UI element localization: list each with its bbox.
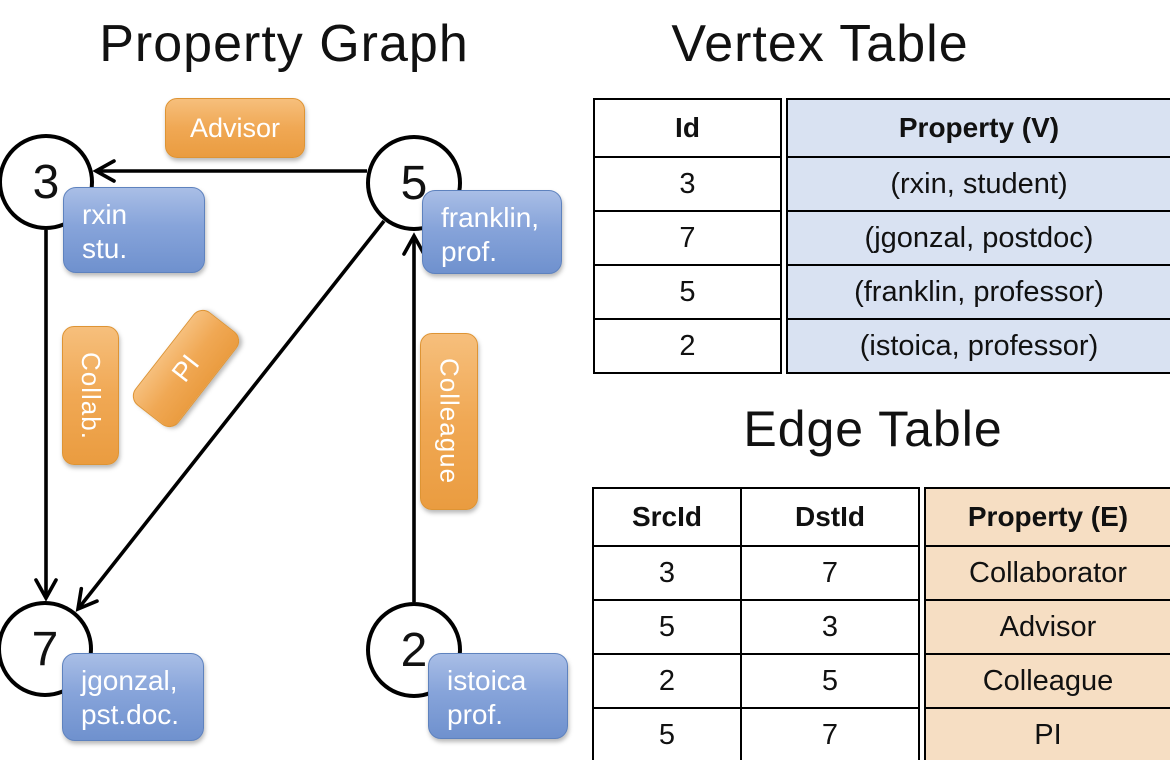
table-row: 3 xyxy=(593,156,782,212)
property-line: prof. xyxy=(441,236,498,267)
table-row: PI xyxy=(924,707,1170,760)
edge-src-cell: 5 xyxy=(592,599,742,655)
edge-dst-header: DstId xyxy=(740,487,920,547)
vertex-id-cell: 2 xyxy=(593,318,782,374)
vertex-table-title: Vertex Table xyxy=(671,15,969,73)
edge-dst-cell: 3 xyxy=(740,599,920,655)
vertex-property-box-rxin: rxin stu. xyxy=(63,187,205,273)
vertex-id: 2 xyxy=(400,623,428,677)
property-line: franklin, xyxy=(441,202,540,233)
edge-property-cell: Collaborator xyxy=(924,545,1170,601)
table-row: (jgonzal, postdoc) xyxy=(786,210,1170,266)
vertex-property-cell: (rxin, student) xyxy=(786,156,1170,212)
vertex-property-cell: (jgonzal, postdoc) xyxy=(786,210,1170,266)
property-line: pst.doc. xyxy=(81,699,180,730)
edge-table-id-columns: SrcId DstId 3 7 5 3 2 5 5 7 xyxy=(592,487,920,760)
edge-dst-cell: 5 xyxy=(740,653,920,709)
edge-property-cell: Colleague xyxy=(924,653,1170,709)
table-row: Colleague xyxy=(924,653,1170,709)
property-line: prof. xyxy=(447,699,504,730)
table-row: Advisor xyxy=(924,599,1170,655)
edge-property-cell: PI xyxy=(924,707,1170,760)
vertex-id-cell: 3 xyxy=(593,156,782,212)
property-line: istoica xyxy=(447,665,527,696)
vertex-property-box-franklin: franklin, prof. xyxy=(422,190,562,274)
property-line: rxin xyxy=(82,199,128,230)
table-row: Collaborator xyxy=(924,545,1170,601)
table-header-row: Property (V) xyxy=(786,98,1170,158)
edge-label-colleague: Colleague xyxy=(420,333,478,510)
edge-src-cell: 3 xyxy=(592,545,742,601)
vertex-id: 7 xyxy=(31,622,59,676)
table-row: 2 xyxy=(593,318,782,374)
edge-dst-cell: 7 xyxy=(740,707,920,760)
table-row: 2 5 xyxy=(592,653,920,709)
vertex-node-5: 5 xyxy=(366,135,462,231)
table-row: (franklin, professor) xyxy=(786,264,1170,320)
vertex-id-header: Id xyxy=(593,98,782,158)
vertex-property-header: Property (V) xyxy=(786,98,1170,158)
table-header-row: Property (E) xyxy=(924,487,1170,547)
table-row: 7 xyxy=(593,210,782,266)
vertex-property-box-jgonzal: jgonzal, pst.doc. xyxy=(62,653,204,741)
edge-src-cell: 2 xyxy=(592,653,742,709)
table-row: 3 7 xyxy=(592,545,920,601)
table-row: 5 xyxy=(593,264,782,320)
edge-src-cell: 5 xyxy=(592,707,742,760)
property-graph-title: Property Graph xyxy=(99,15,469,73)
edge-src-header: SrcId xyxy=(592,487,742,547)
table-row: (istoica, professor) xyxy=(786,318,1170,374)
vertex-id-cell: 5 xyxy=(593,264,782,320)
edge-arrow-pi-5-to-7 xyxy=(75,219,386,612)
edge-dst-cell: 7 xyxy=(740,545,920,601)
vertex-node-2: 2 xyxy=(366,602,462,698)
graph-edges-layer xyxy=(34,159,426,612)
table-header-row: SrcId DstId xyxy=(592,487,920,547)
vertex-id-cell: 7 xyxy=(593,210,782,266)
property-line: jgonzal, xyxy=(81,665,178,696)
property-line: stu. xyxy=(82,233,128,264)
edge-table-title: Edge Table xyxy=(743,401,1003,457)
vertex-table-id-column: Id 3 7 5 2 xyxy=(593,98,782,374)
edge-label-collab: Collab. xyxy=(62,326,119,465)
vertex-property-cell: (franklin, professor) xyxy=(786,264,1170,320)
table-row: 5 7 xyxy=(592,707,920,760)
vertex-property-cell: (istoica, professor) xyxy=(786,318,1170,374)
edge-property-cell: Advisor xyxy=(924,599,1170,655)
table-row: 5 3 xyxy=(592,599,920,655)
vertex-id: 3 xyxy=(32,155,60,209)
vertex-table-property-column: Property (V) (rxin, student) (jgonzal, p… xyxy=(786,98,1170,374)
edge-property-header: Property (E) xyxy=(924,487,1170,547)
edge-table-property-column: Property (E) Collaborator Advisor Collea… xyxy=(924,487,1170,760)
table-row: (rxin, student) xyxy=(786,156,1170,212)
table-header-row: Id xyxy=(593,98,782,158)
edge-label-advisor: Advisor xyxy=(165,98,305,158)
vertex-property-box-istoica: istoica prof. xyxy=(428,653,568,739)
